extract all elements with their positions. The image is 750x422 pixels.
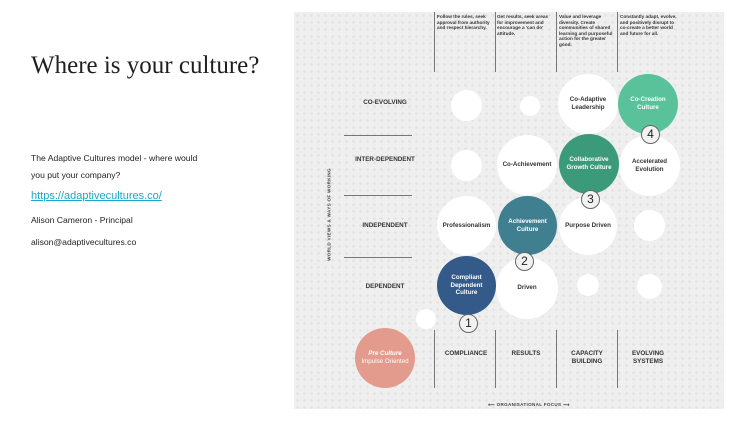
row-label-dependent: DEPENDENT <box>365 283 405 290</box>
slide-description: The Adaptive Cultures model - where woul… <box>31 153 198 180</box>
empty-circle <box>416 309 436 329</box>
accelerated-label: Accelerated Evolution <box>631 157 668 173</box>
presenter-name: Alison Cameron - Principal <box>31 215 133 225</box>
column-header-evolving: Constantly adapt, evolve, and positively… <box>620 14 677 36</box>
divider <box>344 257 412 258</box>
co-achievement-label: Co-Achievement <box>502 161 552 169</box>
divider <box>344 195 412 196</box>
column-label-capacity-building: CAPACITY BUILDING <box>571 350 603 365</box>
collaborative-growth-culture-circle: Collaborative Growth Culture <box>559 134 619 194</box>
x-axis-text: ORGANISATIONAL FOCUS <box>496 402 562 407</box>
row-label-co-evolving: CO-EVOLVING <box>363 99 407 106</box>
pre-culture-sublabel: Impulse Oriented <box>361 358 409 365</box>
badge-3: 3 <box>581 190 600 209</box>
divider <box>434 330 435 388</box>
driven-label: Driven <box>517 284 537 292</box>
empty-circle <box>637 274 662 299</box>
empty-circle <box>520 96 540 116</box>
divider <box>617 330 618 388</box>
professionalism-label: Professionalism <box>442 221 491 229</box>
co-achievement-circle: Co-Achievement <box>497 135 557 195</box>
achievement-culture-circle: Achievement Culture <box>498 196 557 255</box>
divider <box>556 330 557 388</box>
empty-circle <box>451 90 482 121</box>
empty-circle <box>634 210 665 241</box>
empty-circle <box>451 150 482 181</box>
pre-culture-label: Pre Culture <box>368 350 402 358</box>
y-axis-label: WORLD VIEWS & WAYS OF WORKING <box>326 168 332 261</box>
badge-1: 1 <box>459 314 478 333</box>
x-axis-label: ⟵ ORGANISATIONAL FOCUS ⟶ <box>488 402 570 407</box>
column-header-compliance: Follow the rules, seek approval from aut… <box>437 14 490 31</box>
co-creation-culture-circle: Co-Creation Culture <box>618 74 678 134</box>
row-label-independent: INDEPENDENT <box>362 222 408 229</box>
website-link[interactable]: https://adaptivecultures.co/ <box>31 190 162 202</box>
accelerated-evolution-circle: Accelerated Evolution <box>619 135 680 196</box>
divider <box>495 330 496 388</box>
co-adaptive-label: Co-Adaptive Leadership <box>569 96 607 111</box>
compliant-label: Compliant Dependent Culture <box>450 274 483 297</box>
badge-4: 4 <box>641 125 660 144</box>
column-header-capacity: Value and leverage diversity. Create com… <box>559 14 613 47</box>
collaborative-label: Collaborative Growth Culture <box>566 156 612 171</box>
divider <box>434 12 435 72</box>
divider <box>495 12 496 72</box>
row-label-inter-dependent: INTER-DEPENDENT <box>355 156 415 163</box>
purpose-driven-label: Purpose Driven <box>565 222 611 230</box>
compliant-dependent-culture-circle: Compliant Dependent Culture <box>437 256 496 315</box>
adaptive-cultures-diagram: Follow the rules, seek approval from aut… <box>294 12 724 409</box>
co-adaptive-leadership-circle: Co-Adaptive Leadership <box>558 74 618 134</box>
empty-circle <box>577 274 599 296</box>
column-header-results: Get results, seek areas for improvement … <box>497 14 549 36</box>
slide-title: Where is your culture? <box>31 52 260 79</box>
divider <box>344 135 412 136</box>
professionalism-circle: Professionalism <box>437 196 496 255</box>
column-label-evolving-systems: EVOLVING SYSTEMS <box>631 350 665 365</box>
column-label-results: RESULTS <box>511 350 541 357</box>
divider <box>556 12 557 72</box>
achievement-culture-label: Achievement Culture <box>508 217 547 233</box>
presenter-email: alison@adaptivecultures.co <box>31 237 137 247</box>
badge-2: 2 <box>515 252 534 271</box>
co-creation-label: Co-Creation Culture <box>630 96 666 111</box>
divider <box>617 12 618 72</box>
column-label-compliance: COMPLIANCE <box>444 350 488 357</box>
